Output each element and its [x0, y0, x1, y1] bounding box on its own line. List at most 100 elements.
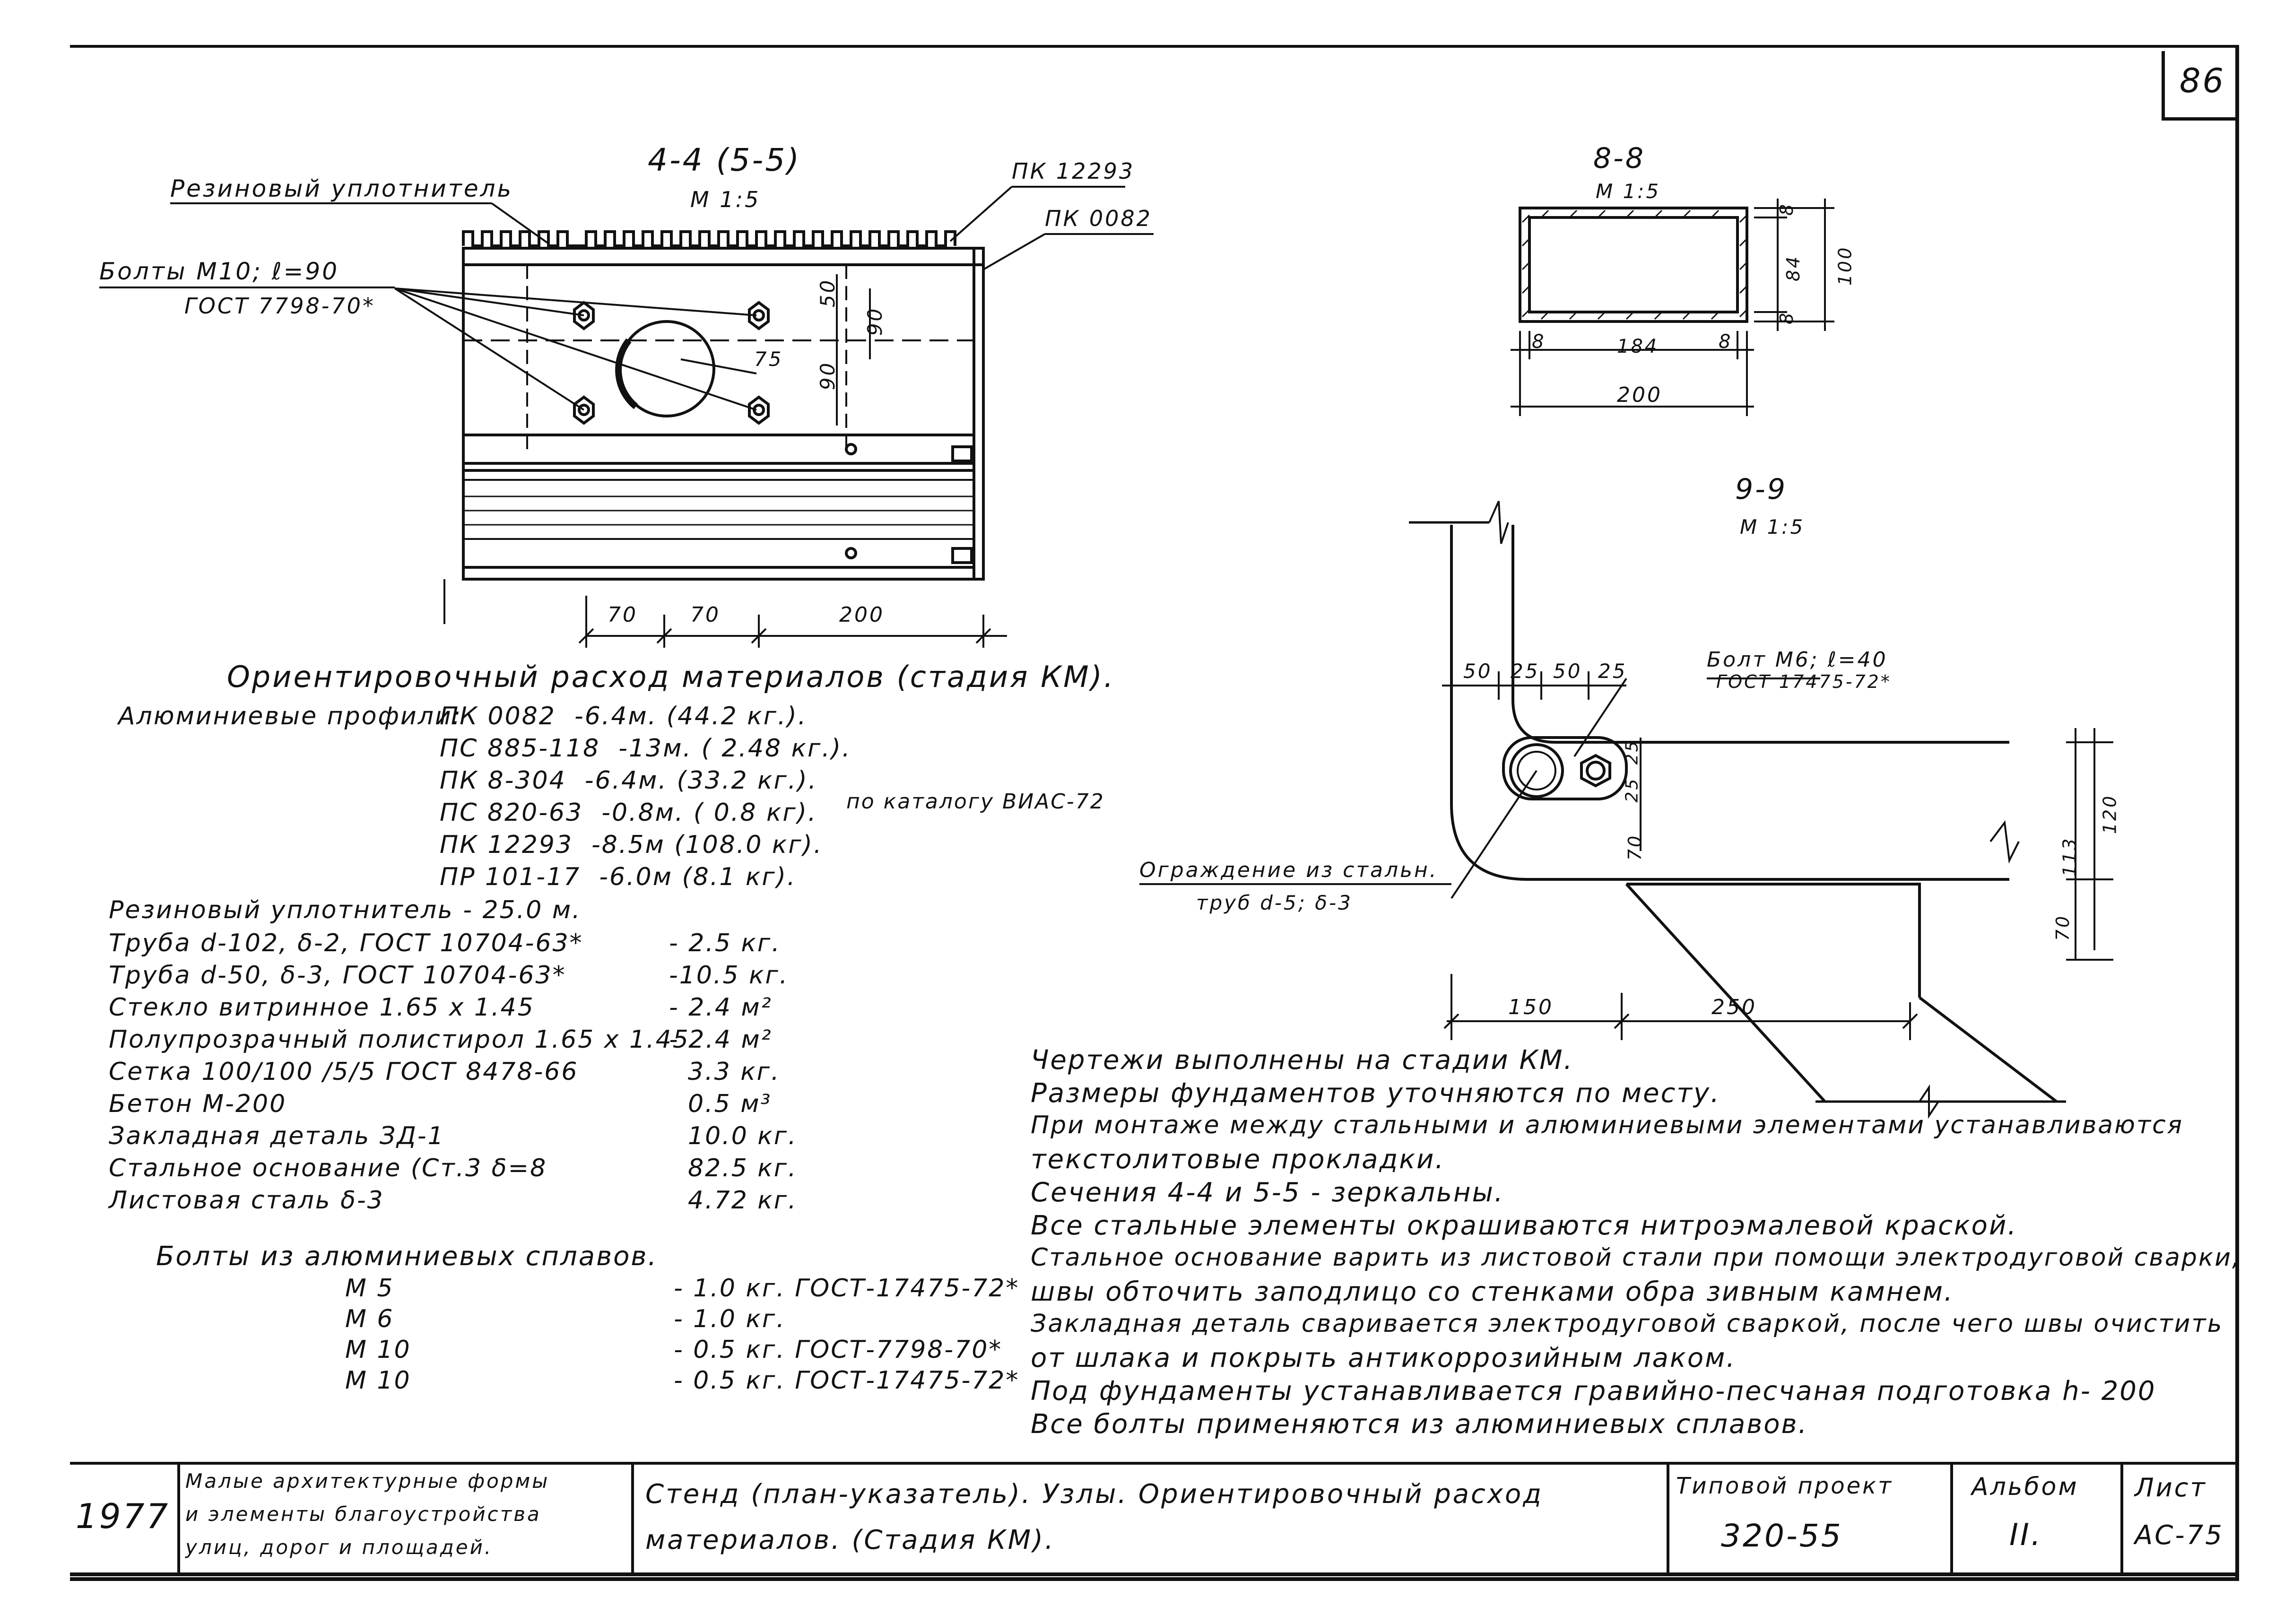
dim-99-25b: 25 [1598, 660, 1627, 683]
title-block-org-line2: и элементы благоустройства [185, 1502, 541, 1526]
note-line: Под фундаменты устанавливается гравийно-… [1031, 1376, 2156, 1407]
title-block-org-line3: улиц, дорог и площадей. [185, 1536, 493, 1559]
dim-88-184: 184 [1617, 336, 1659, 357]
dim-44-75: 75 [754, 347, 783, 371]
list-item: М 10 [345, 1366, 411, 1395]
section-88-drawing [1511, 199, 1834, 416]
album-value: II. [2009, 1518, 2043, 1553]
list-item: Закладная деталь ЗД-1 [109, 1122, 445, 1150]
dim-44-90b: 90 [816, 361, 840, 391]
section-88-title: 8-8 [1593, 142, 1645, 175]
list-item: ПР 101-17 -6.0м (8.1 кг). [440, 863, 797, 891]
dim-88-200: 200 [1617, 383, 1662, 407]
note-line: Стальное основание варить из листовой ст… [1031, 1243, 2241, 1272]
note-line: Закладная деталь сваривается электродуго… [1031, 1310, 2224, 1338]
dim-99-50a: 50 [1463, 660, 1493, 683]
list-item-qty: 0.5 м³ [688, 1090, 772, 1118]
dim-44-70a: 70 [608, 603, 638, 627]
pk0082-callout: ПК 0082 [1045, 206, 1152, 231]
profiles-label: Алюминиевые профили: [118, 702, 462, 730]
dim-99-70a: 70 [1624, 834, 1646, 861]
list-item: ПС 885-118 -13м. ( 2.48 кг.). [440, 734, 851, 763]
rubber-seal-callout: Резиновый уплотнитель [170, 175, 513, 202]
dim-99-25d: 25 [1622, 777, 1642, 803]
list-item: Листовая сталь δ-3 [109, 1186, 384, 1215]
sheet-value: АС-75 [2135, 1520, 2224, 1551]
title-block-org-line1: Малые архитектурные формы [185, 1469, 550, 1493]
title-block-title-line2: материалов. (Стадия КМ). [645, 1525, 1055, 1555]
section-44-drawing [99, 186, 1154, 648]
section-44-scale: М 1:5 [690, 187, 761, 212]
rubber-seal-qty: Резиновый уплотнитель - 25.0 м. [109, 896, 582, 924]
sheet-label: Лист [2135, 1473, 2207, 1502]
list-item-qty: - 0.5 кг. ГОСТ-7798-70* [674, 1336, 1003, 1364]
note-line: Размеры фундаментов уточняются по месту. [1031, 1078, 1720, 1109]
list-item: Труба d-50, δ-3, ГОСТ 10704-63* [109, 961, 566, 990]
bolts-callout-line2: ГОСТ 7798-70* [184, 293, 375, 319]
list-item-qty: - 2.4 м² [669, 993, 773, 1022]
fence-callout-line1: Ограждение из стальн. [1139, 858, 1438, 882]
dim-88-84: 84 [1783, 254, 1804, 282]
note-line: от шлака и покрыть антикоррозийным лаком… [1031, 1343, 1737, 1373]
list-item: ПС 820-63 -0.8м. ( 0.8 кг). [440, 799, 817, 827]
note-line: Все стальные элементы окрашиваются нитро… [1031, 1210, 2018, 1241]
title-block-title-line1: Стенд (план-указатель). Узлы. Ориентиров… [645, 1479, 1543, 1510]
section-99-scale: М 1:5 [1740, 515, 1805, 538]
bolt-m6-callout-line2: ГОСТ 17475-72* [1716, 671, 1892, 692]
list-item: Стальное основание (Ст.3 δ=8 [109, 1154, 547, 1182]
list-item: М 6 [345, 1305, 394, 1333]
list-item: Сетка 100/100 /5/5 ГОСТ 8478-66 [109, 1058, 579, 1086]
section-99-drawing [1139, 501, 2113, 1119]
list-item-qty: - 1.0 кг. [674, 1305, 786, 1333]
list-item: ПК 0082 -6.4м. (44.2 кг.). [440, 702, 808, 730]
list-item: ПК 12293 -8.5м (108.0 кг). [440, 831, 823, 859]
bolts-callout-line1: Болты М10; ℓ=90 [99, 258, 339, 285]
list-item: Полупрозрачный полистирол 1.65 х 1.45 [109, 1025, 690, 1054]
dim-99-70b: 70 [2052, 914, 2074, 941]
list-item: Труба d-102, δ-2, ГОСТ 10704-63* [109, 929, 583, 957]
dim-88-8b: 8 [1719, 331, 1733, 353]
dim-44-90a: 90 [863, 306, 887, 336]
dim-99-50b: 50 [1553, 660, 1582, 683]
dim-88-8c: 8 [1776, 202, 1798, 216]
dim-44-50: 50 [816, 278, 840, 308]
note-line: При монтаже между стальными и алюминиевы… [1031, 1111, 2184, 1139]
dim-99-25a: 25 [1511, 660, 1540, 683]
bolts-header: Болты из алюминиевых сплавов. [156, 1241, 658, 1272]
note-line: швы обточить заподлицо со стенками обра … [1031, 1277, 1954, 1307]
dim-99-150: 150 [1508, 995, 1554, 1019]
dim-88-8d: 8 [1776, 311, 1798, 325]
note-line: Все болты применяются из алюминиевых спл… [1031, 1409, 1808, 1440]
dim-44-200: 200 [839, 603, 885, 627]
list-item-qty: 10.0 кг. [688, 1122, 798, 1150]
dim-88-8a: 8 [1532, 331, 1546, 353]
dim-99-250: 250 [1711, 995, 1757, 1019]
list-item: Бетон М-200 [109, 1090, 287, 1118]
section-44-title: 4-4 (5-5) [648, 142, 801, 178]
note-line: Чертежи выполнены на стадии КМ. [1031, 1045, 1574, 1076]
note-line: текстолитовые прокладки. [1031, 1144, 1445, 1175]
list-item: ПК 8-304 -6.4м. (33.2 кг.). [440, 766, 818, 795]
title-block-lines [70, 1462, 2235, 1576]
album-label: Альбом [1972, 1473, 2079, 1501]
list-item: М 10 [345, 1336, 411, 1364]
fence-callout-line2: труб d-5; δ-3 [1196, 891, 1353, 914]
drawing-frame [70, 45, 2239, 1581]
dim-99-25c: 25 [1622, 739, 1642, 765]
project-value: 320-55 [1721, 1518, 1843, 1554]
list-item-qty: 82.5 кг. [688, 1154, 798, 1182]
list-item-qty: - 2.5 кг. [669, 929, 781, 957]
list-item-qty: -10.5 кг. [669, 961, 789, 990]
section-88-scale: М 1:5 [1596, 180, 1661, 203]
note-line: Сечения 4-4 и 5-5 - зеркальны. [1031, 1177, 1504, 1208]
pk12293-callout: ПК 12293 [1012, 158, 1135, 184]
project-label: Типовой проект [1676, 1473, 1893, 1499]
dim-44-70b: 70 [690, 603, 721, 627]
materials-title: Ориентировочный расход материалов (стади… [227, 660, 1115, 694]
list-item: М 5 [345, 1274, 394, 1303]
dim-99-120: 120 [2099, 794, 2120, 834]
bolt-m6-callout-line1: Болт М6; ℓ=40 [1707, 648, 1888, 672]
list-item-qty: - 0.5 кг. ГОСТ-17475-72* [674, 1366, 1020, 1395]
catalog-note: по каталогу ВИАС-72 [846, 790, 1105, 814]
